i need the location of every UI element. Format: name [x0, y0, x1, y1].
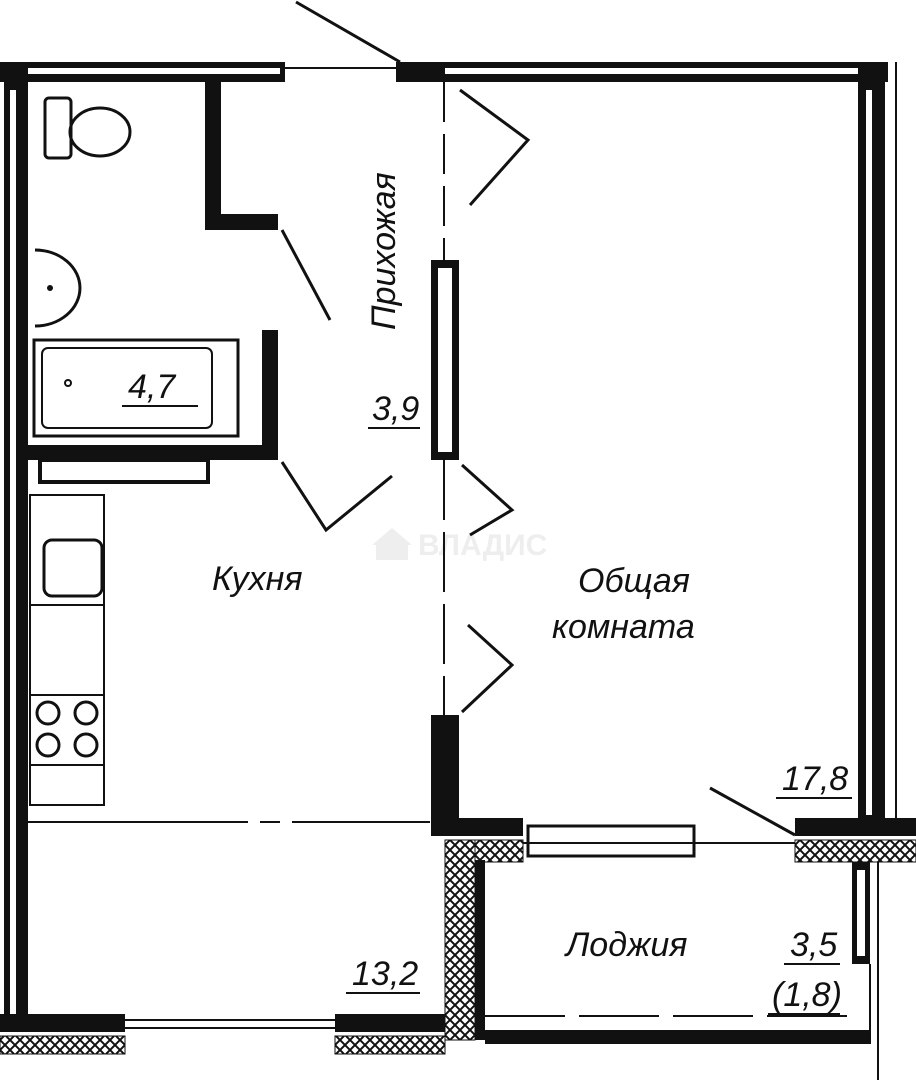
area-loggia-reduced: (1,8)	[772, 976, 842, 1014]
stove-icon	[35, 700, 99, 758]
bathtub-icon	[32, 338, 240, 438]
area-kitchen: 13,2	[352, 955, 418, 993]
svg-text:ВЛАДИС: ВЛАДИС	[418, 529, 547, 562]
entrance-door	[295, 0, 401, 64]
bathroom-walls	[28, 82, 278, 484]
room-label-living-line1: Общая	[578, 562, 690, 600]
kitchen-counter	[29, 494, 105, 806]
kitchen-sink-icon	[42, 538, 104, 598]
room-label-kitchen: Кухня	[212, 560, 303, 598]
room-label-loggia: Лоджия	[564, 926, 687, 964]
area-hallway: 3,9	[372, 390, 419, 428]
room-label-hallway: Прихожая	[365, 172, 403, 330]
area-bathroom: 4,7	[128, 368, 176, 406]
toilet-icon	[43, 96, 132, 160]
doors	[280, 88, 531, 714]
partition-wall	[431, 715, 459, 825]
loggia-walls	[431, 786, 916, 1080]
room-label-living-line2: комната	[552, 608, 695, 646]
exterior-walls	[0, 62, 897, 1055]
sink-icon	[34, 248, 82, 328]
area-living: 17,8	[782, 760, 848, 798]
watermark-logo: ВЛАДИС	[372, 528, 547, 562]
area-loggia: 3,5	[790, 926, 837, 964]
